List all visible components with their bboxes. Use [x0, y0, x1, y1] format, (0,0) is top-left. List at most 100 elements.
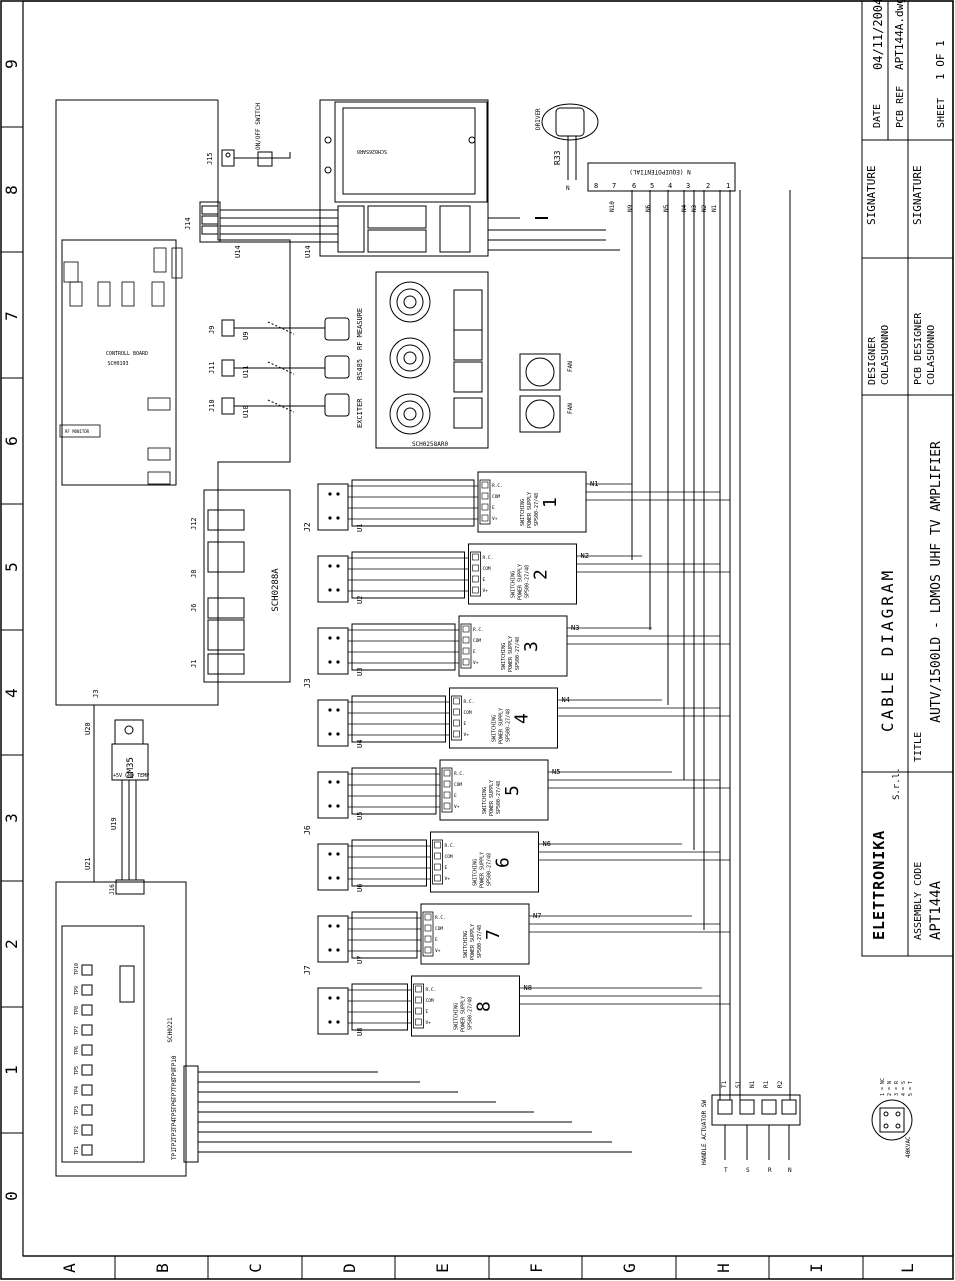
- j14-harness: [199, 201, 338, 243]
- svg-text:J6: J6: [190, 604, 198, 612]
- test-point: [81, 1084, 93, 1096]
- svg-text:TP10: TP10: [171, 1055, 178, 1070]
- svg-text:1: 1: [726, 182, 730, 190]
- svg-text:R1: R1: [763, 1080, 770, 1088]
- row-label: 2: [2, 939, 21, 949]
- test-point-label: TP6: [74, 1046, 80, 1055]
- test-point-label: TP2: [74, 1126, 80, 1135]
- company-suffix: S.r.l.: [892, 767, 902, 800]
- svg-text:TP5: TP5: [171, 1109, 178, 1120]
- tp-rail-labels: TP1 TP2 TP3 TP4 TP5 TP6 TP7 TP8 TP9 TP10: [171, 1055, 178, 1160]
- title-line2: AUTV/1500LD - LDMOS UHF TV AMPLIFIER: [929, 441, 944, 723]
- pcb-designer-value: COLASUONNO: [926, 325, 937, 385]
- title-line1: CABLE DIAGRAM: [878, 568, 897, 732]
- psu-label: SWITCHING: [482, 787, 488, 814]
- psu-pin-label: COM: [454, 782, 462, 788]
- psu-pin-label: E: [464, 721, 467, 727]
- svg-text:3 = R: 3 = R: [894, 1080, 900, 1096]
- test-point-label: TP5: [74, 1066, 80, 1075]
- psu-model: SP500-27/48: [534, 493, 540, 526]
- psu-pin-label: R.C.: [426, 987, 437, 993]
- psu-cable-label: U6: [356, 884, 364, 892]
- lm35-label: LM35: [126, 757, 136, 779]
- svg-text:TP8: TP8: [171, 1079, 178, 1090]
- driver-label: DRIVER: [535, 108, 542, 130]
- svg-text:N6: N6: [645, 204, 652, 212]
- svg-text:2 = N: 2 = N: [887, 1081, 893, 1096]
- svg-text:N10: N10: [609, 201, 616, 212]
- svg-text:J10: J10: [208, 399, 216, 412]
- company-logo: ELETTRONIKA: [870, 830, 888, 940]
- svg-text:TP4: TP4: [171, 1119, 178, 1130]
- row-label: 8: [2, 185, 21, 195]
- svg-text:S: S: [746, 1167, 750, 1174]
- col-label: C: [246, 1263, 265, 1273]
- psu-number: 7: [483, 929, 504, 940]
- row-ticks: [1, 126, 23, 1134]
- psu-cable-label: U3: [356, 668, 364, 676]
- svg-text:J8: J8: [190, 570, 198, 578]
- svg-text:5: 5: [650, 182, 654, 190]
- driver-connector: [541, 103, 599, 180]
- svg-text:U11: U11: [242, 365, 250, 378]
- lm35-sensor: [111, 719, 149, 895]
- col-ticks: [114, 1256, 864, 1279]
- psu-label: POWER SUPPLY: [508, 636, 514, 672]
- psu-pin-label: E: [445, 865, 448, 871]
- sheet-label: SHEET: [936, 98, 947, 128]
- psu-cable-label: U5: [356, 812, 364, 820]
- psu-pin-label: R.C.: [483, 555, 494, 561]
- col-label: G: [620, 1263, 639, 1273]
- col-label: D: [340, 1263, 359, 1273]
- row-label: 7: [2, 311, 21, 321]
- j14-label: J14: [184, 217, 192, 230]
- svg-text:R2: R2: [777, 1080, 784, 1088]
- pcb-ref-value: APT144A.dwg: [893, 0, 906, 70]
- fan-board-code: SCH0258AR0: [412, 441, 449, 448]
- psu-pin-label: R.C.: [492, 483, 503, 489]
- psu-pin-label: COM: [435, 926, 443, 932]
- display-board-code: SCH0265AR0: [357, 148, 387, 154]
- u20-label: U20: [84, 722, 92, 735]
- svg-text:T: T: [724, 1167, 728, 1174]
- tp-rail: [183, 1065, 632, 1163]
- psu-label: SWITCHING: [520, 499, 526, 526]
- measure-board-code: SCH0221: [167, 1017, 174, 1043]
- psu-cable-label: U8: [356, 1028, 364, 1036]
- psu-pin-label: R.C.: [473, 627, 484, 633]
- breaker-terminals: T1 S1 N1 R1 R2: [721, 1080, 784, 1088]
- test-point-label: TP10: [74, 963, 80, 975]
- psu-pin-label: COM: [483, 566, 491, 572]
- svg-text:8: 8: [594, 182, 598, 190]
- svg-text:4 = S: 4 = S: [901, 1081, 907, 1096]
- psu-cable-label: U2: [356, 596, 364, 604]
- title-block-text: DATE 04/11/2004 PCB REF APT144A.dwg SHEE…: [865, 0, 947, 940]
- svg-text:N5: N5: [663, 204, 670, 212]
- u19-label: U19: [110, 817, 118, 830]
- psu-model: SP500-27/48: [506, 709, 512, 742]
- sheet-value: 1 OF 1: [934, 40, 947, 80]
- date-label: DATE: [872, 104, 883, 128]
- on-off-switch[interactable]: [221, 149, 291, 167]
- test-point-label: TP3: [74, 1106, 80, 1115]
- test-point-label: TP1: [74, 1146, 80, 1155]
- breaker-label: HANDLE ACTUATOR SW: [701, 1100, 708, 1165]
- fan-label: FAN: [567, 361, 574, 372]
- psu-pin-label: COM: [473, 638, 481, 644]
- breaker-ground-labels: T S R N: [724, 1167, 792, 1174]
- psu-pin-label: V+: [473, 660, 479, 666]
- psu-pin-label: V+: [454, 804, 460, 810]
- row-label: 6: [2, 436, 21, 446]
- psu-number: 3: [521, 641, 542, 652]
- svg-text:U9: U9: [242, 332, 250, 340]
- psu-number: 1: [540, 497, 561, 508]
- rs485-label: RS485: [356, 359, 364, 380]
- psu-pin-label: R.C.: [454, 771, 465, 777]
- equipotential-wire-labels: N10 N9 N6 N5 N4 N3 N2 N1: [609, 201, 718, 212]
- psu-pin-label: E: [483, 577, 486, 583]
- psu-cable-label: U7: [356, 956, 364, 964]
- svg-text:TP9: TP9: [171, 1069, 178, 1080]
- psu-label: SWITCHING: [473, 859, 479, 886]
